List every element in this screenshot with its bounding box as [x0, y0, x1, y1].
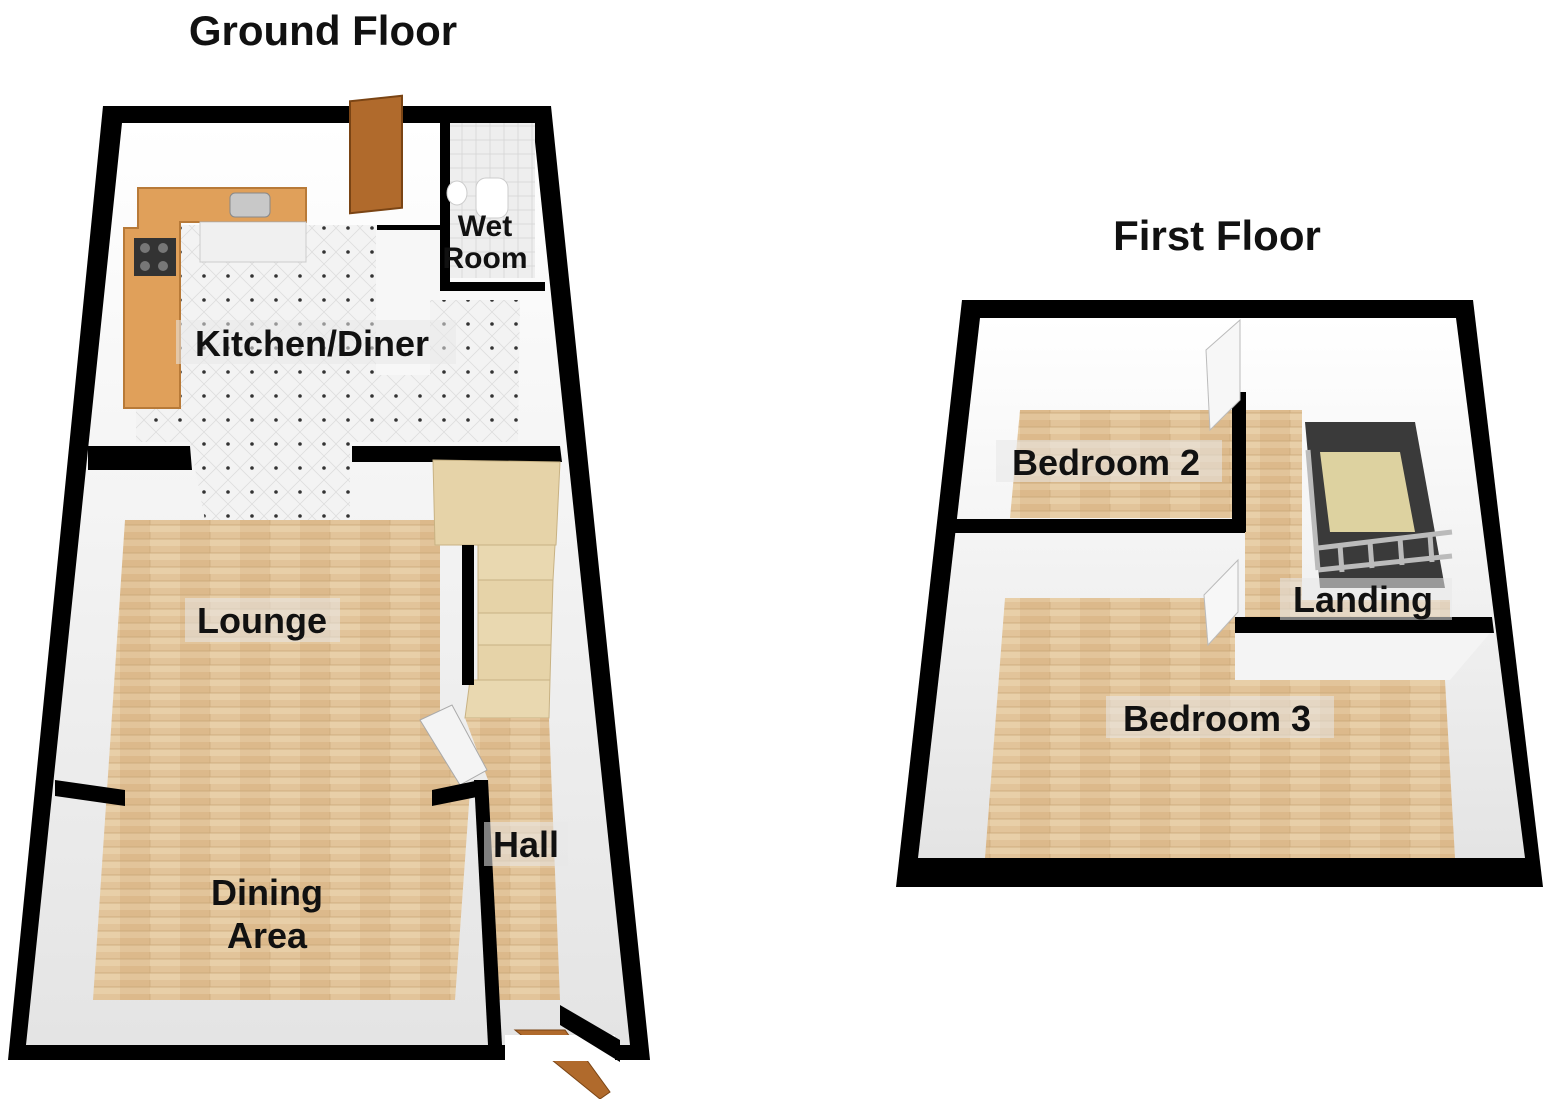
- ground-floor-title: Ground Floor: [189, 7, 457, 54]
- room-label-landing: Landing: [1293, 579, 1433, 620]
- stair-top-steps: [1320, 452, 1415, 532]
- landing-floor: [1245, 410, 1450, 620]
- wet-room-wall-stub: [377, 225, 447, 233]
- hall-partition-wall: [474, 780, 502, 1045]
- wet-room-wall-bottom: [440, 282, 545, 291]
- banister: [1305, 449, 1453, 573]
- hob-icon: [134, 238, 176, 276]
- kitchen-lounge-wall-right: [352, 446, 562, 462]
- room-label-wet-room-line2: Room: [443, 242, 528, 275]
- bedroom2-wall-right: [1232, 392, 1246, 532]
- room-label-dining-line1: Dining: [211, 872, 323, 913]
- bedroom2-door-icon: [1205, 318, 1241, 432]
- dining-wall-stub-left: [55, 780, 125, 806]
- staircase: [432, 459, 561, 719]
- room-label-bedroom3: Bedroom 3: [1123, 698, 1311, 739]
- sink-icon: [229, 192, 271, 218]
- dining-wall-stub-right: [432, 780, 482, 806]
- kitchen-lounge-wall-left: [88, 446, 192, 470]
- room-label-hall: Hall: [493, 824, 559, 865]
- room-label-wet-room-line1: Wet: [458, 210, 512, 243]
- ground-floor-plan: Kitchen/Diner Wet Room Lounge Dining Are…: [8, 94, 650, 1099]
- bedroom3-wall-top: [1235, 633, 1490, 680]
- bedroom2-wall-bottom: [936, 519, 1245, 533]
- radiator-icon: [419, 704, 488, 786]
- kitchen-cupboards: [199, 221, 307, 263]
- landing-wall-bottom: [1235, 617, 1494, 633]
- basin-icon: [446, 180, 468, 206]
- room-label-bedroom2: Bedroom 2: [1012, 442, 1200, 483]
- back-door-icon: [349, 94, 403, 215]
- room-label-dining-line2: Area: [227, 915, 308, 956]
- hall-wall-stub: [560, 1005, 620, 1062]
- bedroom3-door-icon: [1203, 558, 1239, 647]
- first-floor-title: First Floor: [1113, 212, 1321, 259]
- room-label-lounge: Lounge: [197, 600, 327, 641]
- wet-room-wall-left: [440, 120, 450, 290]
- kitchen-opening-floor: [190, 442, 350, 520]
- room-label-kitchen-diner: Kitchen/Diner: [195, 323, 429, 364]
- first-floor-plan: Bedroom 2 Landing Bedroom 3: [896, 300, 1543, 887]
- toilet-icon: [475, 177, 509, 219]
